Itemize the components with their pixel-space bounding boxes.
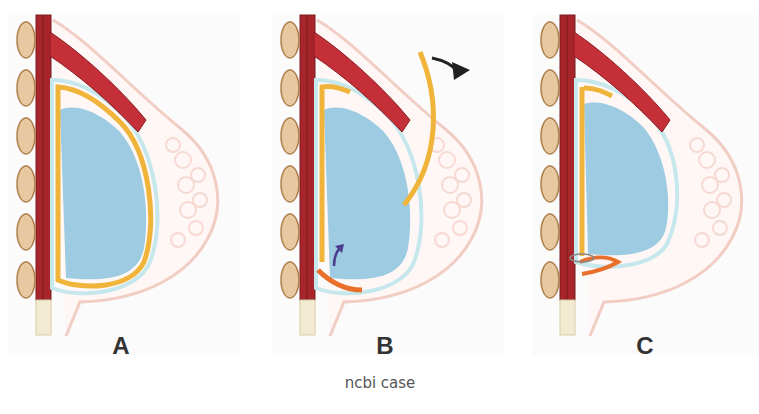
panel-letter: C <box>636 332 653 360</box>
panel-letter: A <box>112 332 129 360</box>
panel-letter: B <box>376 332 393 360</box>
figure-caption: ncbi case <box>345 374 416 392</box>
